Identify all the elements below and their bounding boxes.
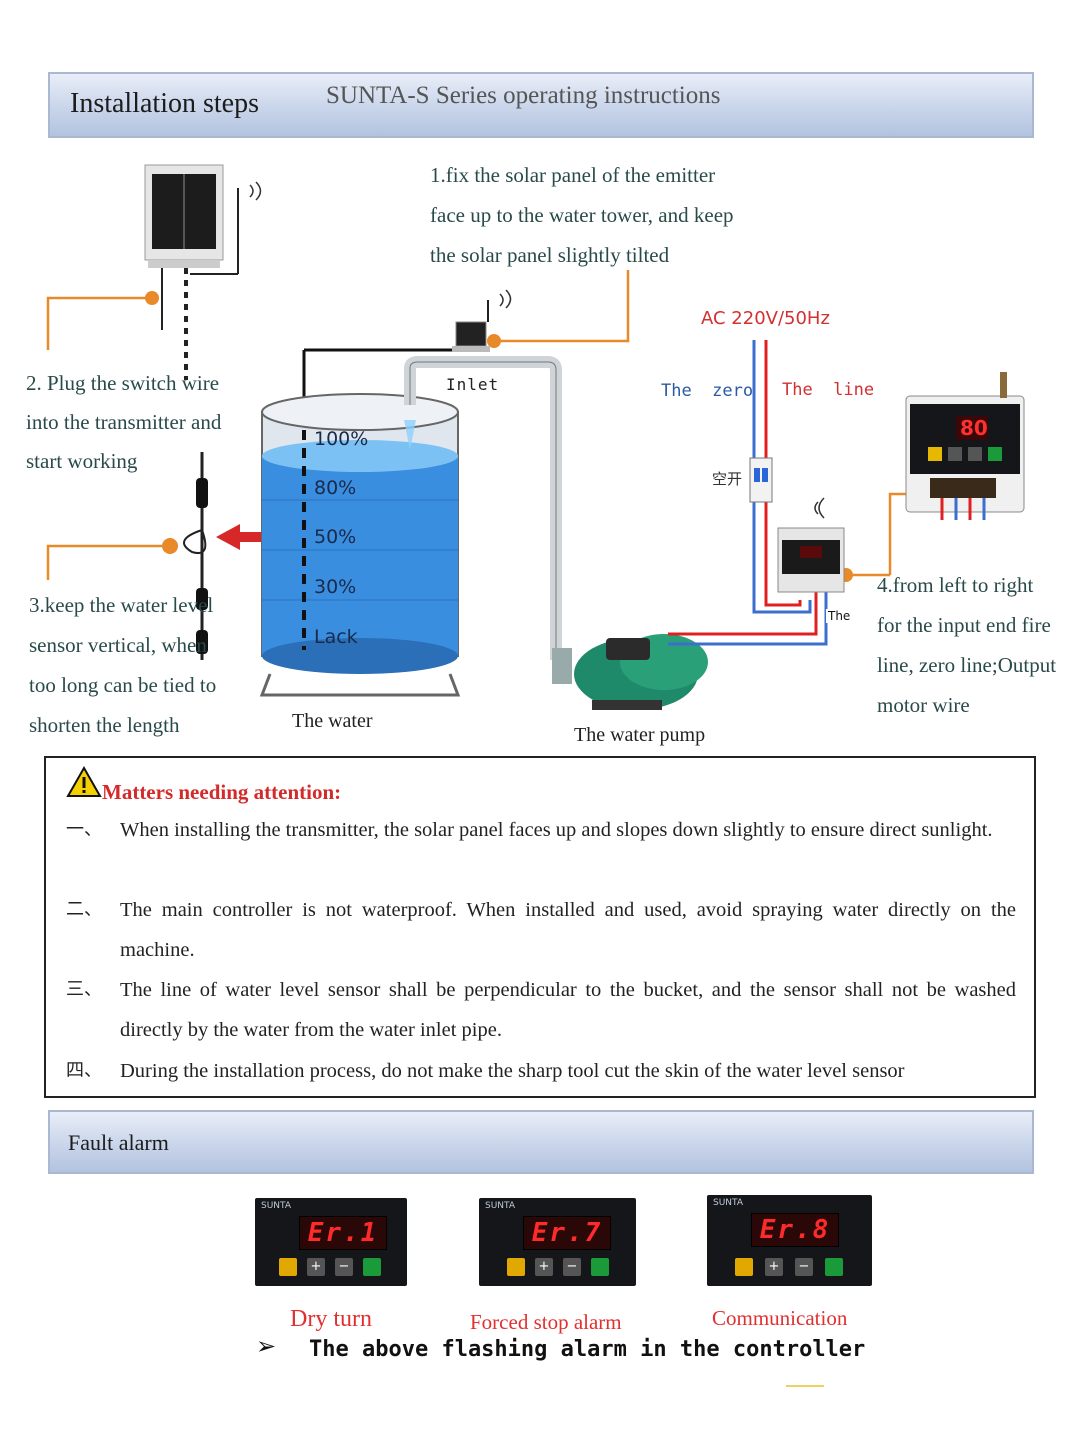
alarm-code: Er.8 [751,1213,839,1247]
fault-footer: The above flashing alarm in the controll… [309,1337,866,1362]
ac-wiring [668,340,828,646]
fire-line-label: The line [782,380,875,400]
level-sensor-icon [183,452,208,660]
pump-caption: The water pump [574,724,706,746]
attention-item: 二、 The main controller is not waterproof… [66,899,1016,961]
water-tower-icon [259,348,461,697]
minus-icon: − [795,1258,813,1276]
set-button [507,1258,525,1276]
fault-banner: Fault alarm [48,1110,1034,1174]
minus-icon: − [335,1258,353,1276]
alarm-caption-2: Forced stop alarm [470,1310,622,1334]
alarm-display-1: SUNTA Er.1 + − [255,1198,407,1286]
set-button [279,1258,297,1276]
breaker-label: 空开 [712,470,743,488]
transmitter-icon [144,164,262,275]
start-button [591,1258,609,1276]
attention-item: 三、 The line of water level sensor shall … [66,979,1016,1041]
fault-title: Fault alarm [68,1130,169,1155]
attention-item: 一、 When installing the transmitter, the … [66,819,993,841]
minus-icon: − [563,1258,581,1276]
plus-icon: + [535,1258,553,1276]
set-button [735,1258,753,1276]
plus-icon: + [307,1258,325,1276]
page-title: Installation steps [70,88,259,119]
water-pump-icon [552,634,708,710]
zero-line-label: The zero [661,381,754,401]
warning-icon [66,766,102,797]
alarm-code: Er.1 [299,1216,387,1250]
page-subtitle: SUNTA-S Series operating instructions [326,82,721,109]
decorative-line [786,1385,824,1387]
start-button [825,1258,843,1276]
alarm-caption-3: Communication [712,1306,848,1330]
alarm-caption-1: Dry turn [290,1306,372,1332]
controller-small-icon [777,497,845,593]
plus-icon: + [765,1258,783,1276]
installation-diagram [46,164,1025,710]
step-2-text: 2. Plug the switch wire into the transmi… [26,371,222,473]
solar-transmitter-icon [452,289,512,352]
controller-small-label: The [826,609,853,623]
attention-title: Matters needing attention: [102,780,342,804]
attention-box: Matters needing attention: 一、 When insta… [44,756,1036,1098]
arrow-right-icon: ➢ [256,1332,277,1360]
inlet-pipe-icon [404,356,562,660]
header-banner: Installation steps SUNTA-S Series operat… [48,72,1034,138]
inlet-label: Inlet [446,375,500,394]
tower-caption: The water [292,710,373,732]
attention-item: 四、 During the installation process, do n… [66,1060,905,1082]
alarm-display-3: SUNTA Er.8 + − [707,1195,872,1286]
controller-icon [905,372,1025,520]
step-3-text: 3.keep the water level sensor vertical, … [29,593,217,737]
alarm-code: Er.7 [523,1216,611,1250]
step-4-text: 4.from left to right for the input end f… [877,573,1057,717]
step-1-text: 1.fix the solar panel of the emitter fac… [430,163,734,267]
ac-voltage-label: AC 220V/50Hz [701,308,830,329]
alarm-display-2: SUNTA Er.7 + − [479,1198,636,1286]
controller-display-value: 80 [960,416,988,440]
start-button [363,1258,381,1276]
